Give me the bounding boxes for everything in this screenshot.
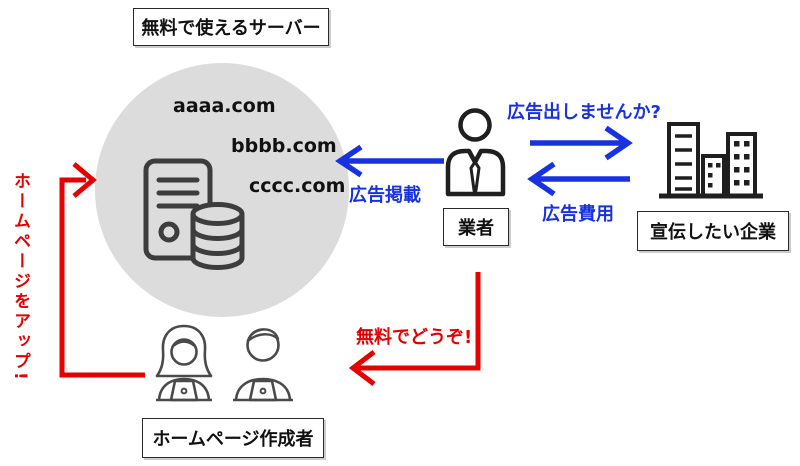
upload-vertical-text: ホームページをアップ! [10, 172, 30, 383]
free-offer-text: 無料でどうぞ! [356, 327, 473, 348]
ad-invite-text: 広告出しませんか? [507, 102, 661, 123]
free-server-title: 無料で使えるサーバー [141, 18, 321, 39]
database-icon [190, 202, 245, 270]
ad-invite-arrow [530, 125, 633, 161]
creator-label: ホームページ作成者 [152, 429, 314, 450]
laptop-icon [248, 379, 278, 402]
ad-placement-text: 広告掲載 [349, 185, 421, 206]
creator-woman-icon [155, 324, 213, 402]
vendor-label-box: 業者 [443, 208, 509, 246]
vendor-label: 業者 [458, 218, 494, 239]
server-icon [143, 158, 245, 270]
domain-aaaa: aaaa.com [173, 95, 276, 117]
ad-placement-arrow [335, 144, 444, 178]
creator-label-box: ホームページ作成者 [142, 418, 324, 458]
buildings-icon [659, 122, 763, 199]
ad-fee-arrow [527, 161, 630, 197]
domain-bbbb: bbbb.com [231, 135, 337, 157]
free-server-title-box: 無料で使えるサーバー [133, 8, 329, 46]
vendor-person-icon [445, 108, 506, 197]
domain-cccc: cccc.com [249, 175, 346, 197]
advertiser-label-box: 宣伝したい企業 [637, 211, 789, 251]
advertiser-label: 宣伝したい企業 [650, 222, 776, 243]
laptop-icon [169, 379, 199, 402]
necktie-icon [469, 160, 481, 196]
creator-man-icon [233, 328, 293, 402]
ad-fee-text: 広告費用 [542, 204, 614, 225]
